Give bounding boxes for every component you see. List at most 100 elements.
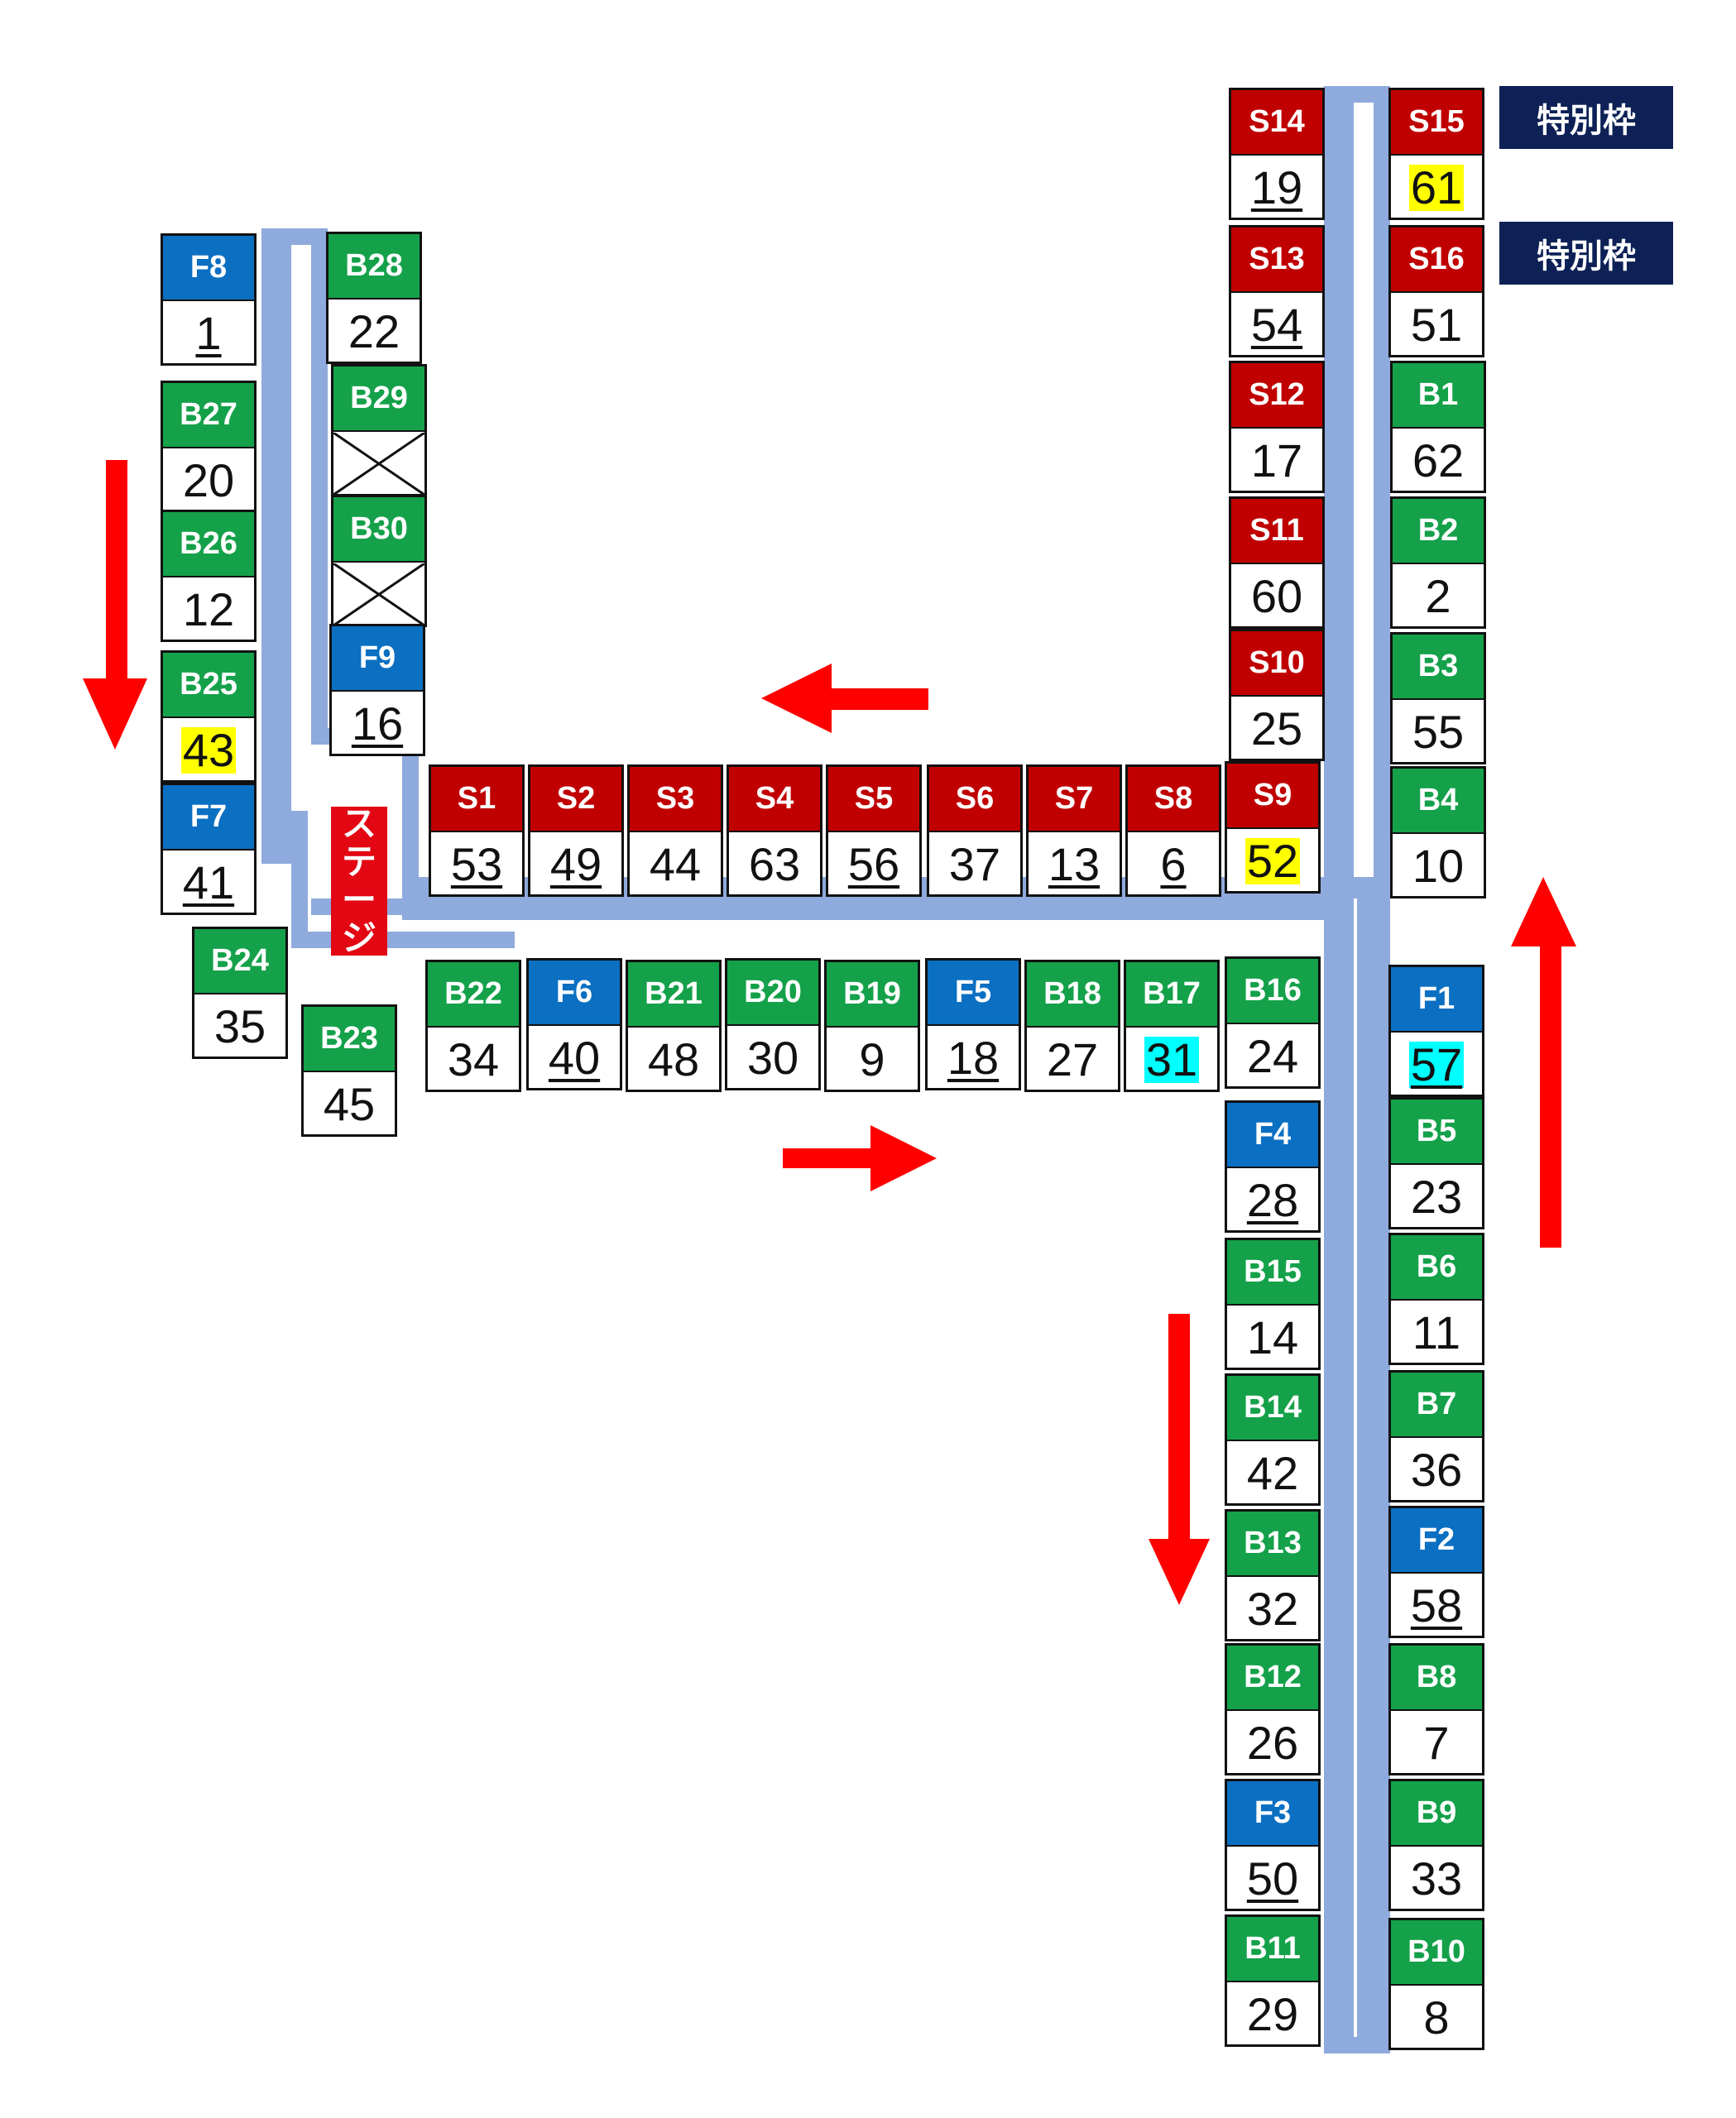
booth-number: 48: [647, 1033, 700, 1085]
booth-id-label: B12: [1227, 1646, 1318, 1711]
booth-number: 41: [182, 855, 235, 908]
booth-id-label: B3: [1393, 635, 1484, 700]
aisle-segment: [1374, 86, 1390, 897]
booth-number-cell: 33: [1391, 1847, 1482, 1910]
booth-number: 12: [182, 582, 235, 635]
booth-number: 32: [1246, 1582, 1299, 1635]
booth-id-label: F2: [1391, 1508, 1482, 1574]
booth-number-cell: 16: [332, 692, 423, 755]
booth-number-cell: 20: [163, 448, 254, 512]
booth-number: 7: [1423, 1716, 1450, 1769]
booth-id-label: S15: [1391, 90, 1482, 156]
booth-number-cell: 22: [328, 299, 420, 363]
arrow-down-right-icon: [1149, 1314, 1210, 1605]
booth-id-label: B29: [333, 367, 424, 432]
booth-number-cell: 27: [1027, 1028, 1118, 1091]
booth-id-label: S14: [1231, 90, 1322, 156]
booth-number-cell: 49: [530, 832, 621, 896]
booth-id-label: F1: [1391, 967, 1482, 1033]
booth-id-label: B21: [628, 962, 719, 1028]
booth-id-label: S16: [1391, 228, 1482, 293]
booth-number-cell: 51: [1391, 293, 1482, 357]
aisle-segment: [1357, 898, 1390, 2053]
booth-number: 37: [948, 837, 1001, 890]
booth-number: 14: [1246, 1311, 1299, 1363]
booth-number: 18: [947, 1031, 1000, 1084]
booth-number: 26: [1246, 1716, 1299, 1769]
booth-id-label: S12: [1231, 363, 1322, 429]
booth-number-cell: 56: [828, 832, 919, 896]
booth-number: 58: [1410, 1579, 1463, 1632]
booth-number-cell: [333, 432, 424, 496]
booth-number-cell: 44: [630, 832, 721, 896]
booth-number-cell: 13: [1029, 832, 1120, 896]
aisle-segment: [261, 841, 291, 864]
booth-id-label: S4: [729, 767, 820, 832]
booth-number: 51: [1410, 298, 1463, 351]
booth-number: 13: [1048, 837, 1101, 890]
booth-number-cell: 10: [1393, 834, 1484, 898]
booth-id-label: S3: [630, 767, 721, 832]
booth-number-cell: 41: [163, 851, 254, 914]
booth-number-cell: [333, 563, 424, 626]
booth-number-cell: 62: [1393, 429, 1484, 492]
booth-number-cell: 53: [431, 832, 522, 896]
booth-number-cell: 24: [1227, 1024, 1318, 1088]
booth-number: 42: [1246, 1446, 1299, 1499]
booth-number: 57: [1408, 1037, 1465, 1090]
booth-number: 63: [748, 837, 801, 890]
booth-number-cell: 23: [1391, 1165, 1482, 1229]
booth-number: 44: [649, 837, 702, 890]
booth-number: 16: [351, 697, 404, 750]
booth-number: 62: [1412, 434, 1465, 486]
booth-number-cell: 32: [1227, 1577, 1318, 1641]
booth-number: 6: [1160, 837, 1187, 890]
booth-id-label: S1: [431, 767, 522, 832]
stage-char: ジ: [341, 918, 376, 958]
booth-number: 56: [847, 837, 900, 890]
booth-number: 20: [182, 453, 235, 506]
booth-number: 49: [549, 837, 602, 890]
booth-id-label: B4: [1393, 769, 1484, 834]
arrow-up-icon: [1511, 877, 1576, 1248]
booth-id-label: B14: [1227, 1376, 1318, 1441]
stage-label: ス テ ー ジ: [331, 804, 387, 958]
booth-number: 50: [1246, 1852, 1299, 1905]
booth-number: 35: [213, 999, 266, 1052]
booth-id-label: B7: [1391, 1373, 1482, 1438]
arrow-right-icon: [783, 1125, 937, 1191]
booth-number-cell: 58: [1391, 1574, 1482, 1637]
booth-number: 1: [195, 306, 222, 359]
booth-id-label: B11: [1227, 1917, 1318, 1982]
stage-char: ー: [341, 880, 376, 919]
booth-id-label: B20: [727, 961, 818, 1026]
booth-number-cell: 50: [1227, 1847, 1318, 1910]
booth-number-cell: 48: [628, 1028, 719, 1091]
booth-number-cell: 18: [928, 1026, 1019, 1090]
booth-number: 8: [1423, 1991, 1450, 2044]
booth-id-label: B5: [1391, 1100, 1482, 1165]
booth-number: 17: [1250, 434, 1303, 486]
booth-id-label: F3: [1227, 1781, 1318, 1847]
